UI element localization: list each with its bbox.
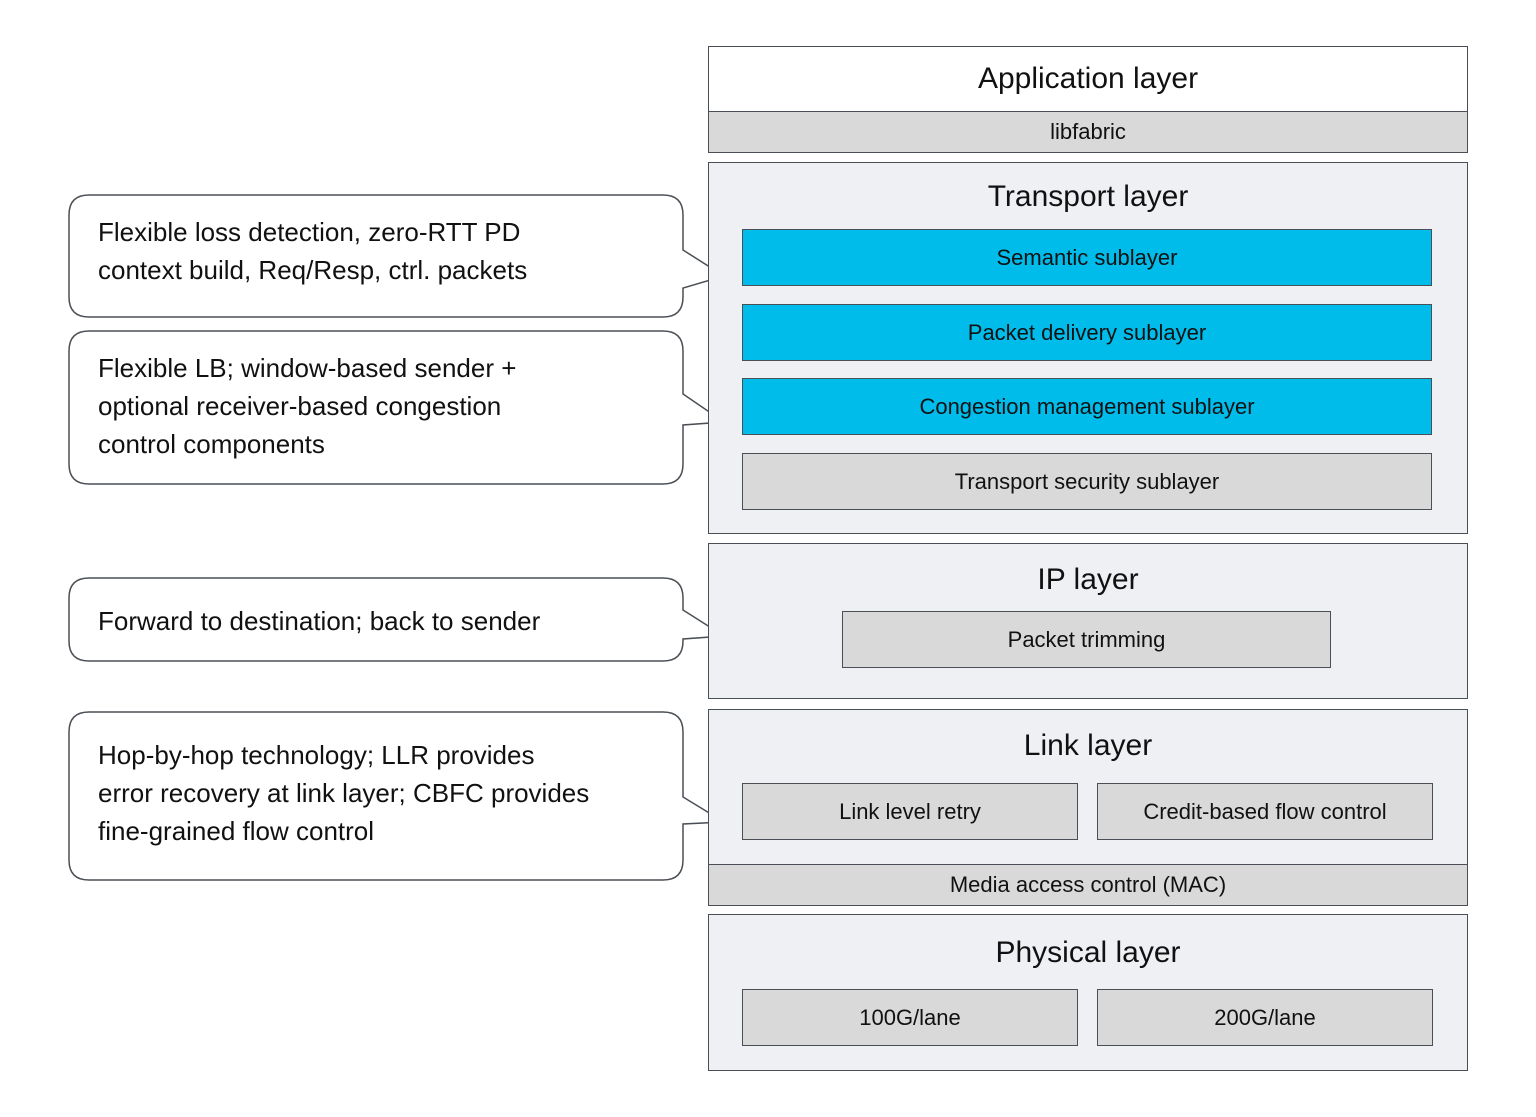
callout-line: Flexible loss detection, zero-RTT PD (98, 217, 521, 247)
callout-line: context build, Req/Resp, ctrl. packets (98, 255, 528, 285)
callout-line: Flexible LB; window-based sender + (98, 353, 517, 383)
transport-security-sublayer: Transport security sublayer (742, 453, 1432, 510)
callout-line: fine-grained flow control (98, 816, 375, 846)
mac-bar: Media access control (MAC) (708, 864, 1468, 906)
packet-delivery-sublayer: Packet delivery sublayer (742, 304, 1432, 361)
lane-100g: 100G/lane (742, 989, 1078, 1046)
ip-layer-title: IP layer (1037, 563, 1139, 596)
callout-text-3: Forward to destination; back to sender (98, 602, 540, 640)
callout-line: optional receiver-based congestion (98, 391, 502, 421)
libfabric-bar: libfabric (708, 111, 1468, 153)
callout-bubble-2 (68, 330, 727, 485)
callout-line: Forward to destination; back to sender (98, 606, 541, 636)
callout-text-2: Flexible LB; window-based sender + optio… (98, 349, 516, 463)
link-layer-title: Link layer (1023, 729, 1153, 762)
lane-200g: 200G/lane (1097, 989, 1433, 1046)
callout-line: control components (98, 429, 325, 459)
congestion-management-sublayer: Congestion management sublayer (742, 378, 1432, 435)
callout-text-4: Hop-by-hop technology; LLR provides erro… (98, 736, 589, 850)
transport-layer-title: Transport layer (987, 180, 1189, 213)
semantic-sublayer: Semantic sublayer (742, 229, 1432, 286)
callout-text-1: Flexible loss detection, zero-RTT PD con… (98, 213, 527, 289)
callout-line: Hop-by-hop technology; LLR provides (98, 740, 535, 770)
callout-bubble-3 (68, 577, 727, 662)
callout-line: error recovery at link layer; CBFC provi… (98, 778, 590, 808)
application-layer: Application layer (708, 46, 1468, 112)
callout-bubble-4 (68, 711, 727, 881)
physical-layer-title: Physical layer (995, 936, 1181, 969)
credit-based-flow-control: Credit-based flow control (1097, 783, 1433, 840)
application-layer-title: Application layer (977, 62, 1199, 95)
callout-bubble-1 (68, 194, 726, 318)
link-level-retry: Link level retry (742, 783, 1078, 840)
packet-trimming: Packet trimming (842, 611, 1331, 668)
